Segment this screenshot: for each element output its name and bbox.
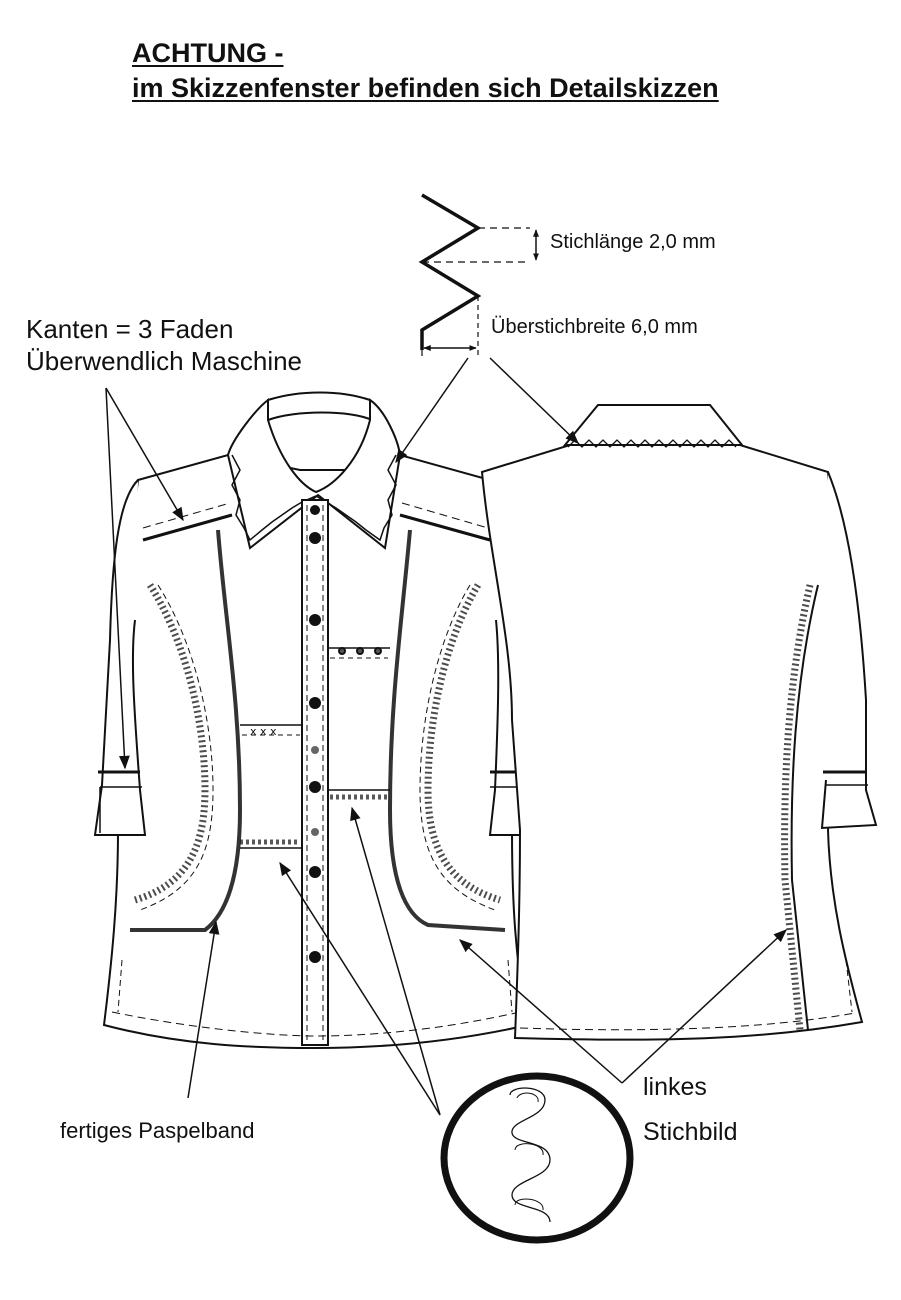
piping-label: fertiges Paspelband	[60, 1118, 255, 1143]
stitch-length-label: Stichlänge 2,0 mm	[550, 231, 716, 253]
edges-label-line-1: Kanten = 3 Faden	[26, 314, 234, 344]
svg-text:x x x: x x x	[250, 725, 277, 738]
edges-label-line-2: Überwendlich Maschine	[26, 346, 303, 376]
stitch-detail-circle	[440, 1072, 634, 1244]
button	[309, 614, 321, 626]
back-body-outline	[480, 444, 864, 1041]
button	[311, 828, 319, 836]
button	[309, 866, 321, 878]
back-view-jacket	[480, 404, 878, 1041]
front-view-jacket: x x x	[93, 391, 542, 1050]
zigzag-stitch-detail	[418, 193, 539, 356]
back-right-sleeve	[820, 471, 878, 830]
button	[309, 697, 321, 709]
left-stitch-label-line-2: Stichbild	[643, 1118, 738, 1146]
overlock-width-label: Überstichbreite 6,0 mm	[491, 316, 698, 338]
back-collar	[562, 404, 745, 446]
button	[309, 532, 321, 544]
heading-line-2: im Skizzenfenster befinden sich Detailsk…	[132, 73, 719, 103]
zigzag-stitch-line	[418, 193, 482, 350]
heading-line-1: ACHTUNG -	[132, 38, 284, 68]
left-stitch-label-line-1: linkes	[643, 1073, 707, 1101]
button	[309, 781, 321, 793]
button	[310, 505, 320, 515]
pointer-arrows	[105, 357, 787, 1116]
button	[309, 951, 321, 963]
button	[311, 746, 319, 754]
front-buttons	[309, 505, 321, 963]
front-collar	[267, 391, 374, 422]
front-left-piping-seam	[130, 529, 243, 932]
